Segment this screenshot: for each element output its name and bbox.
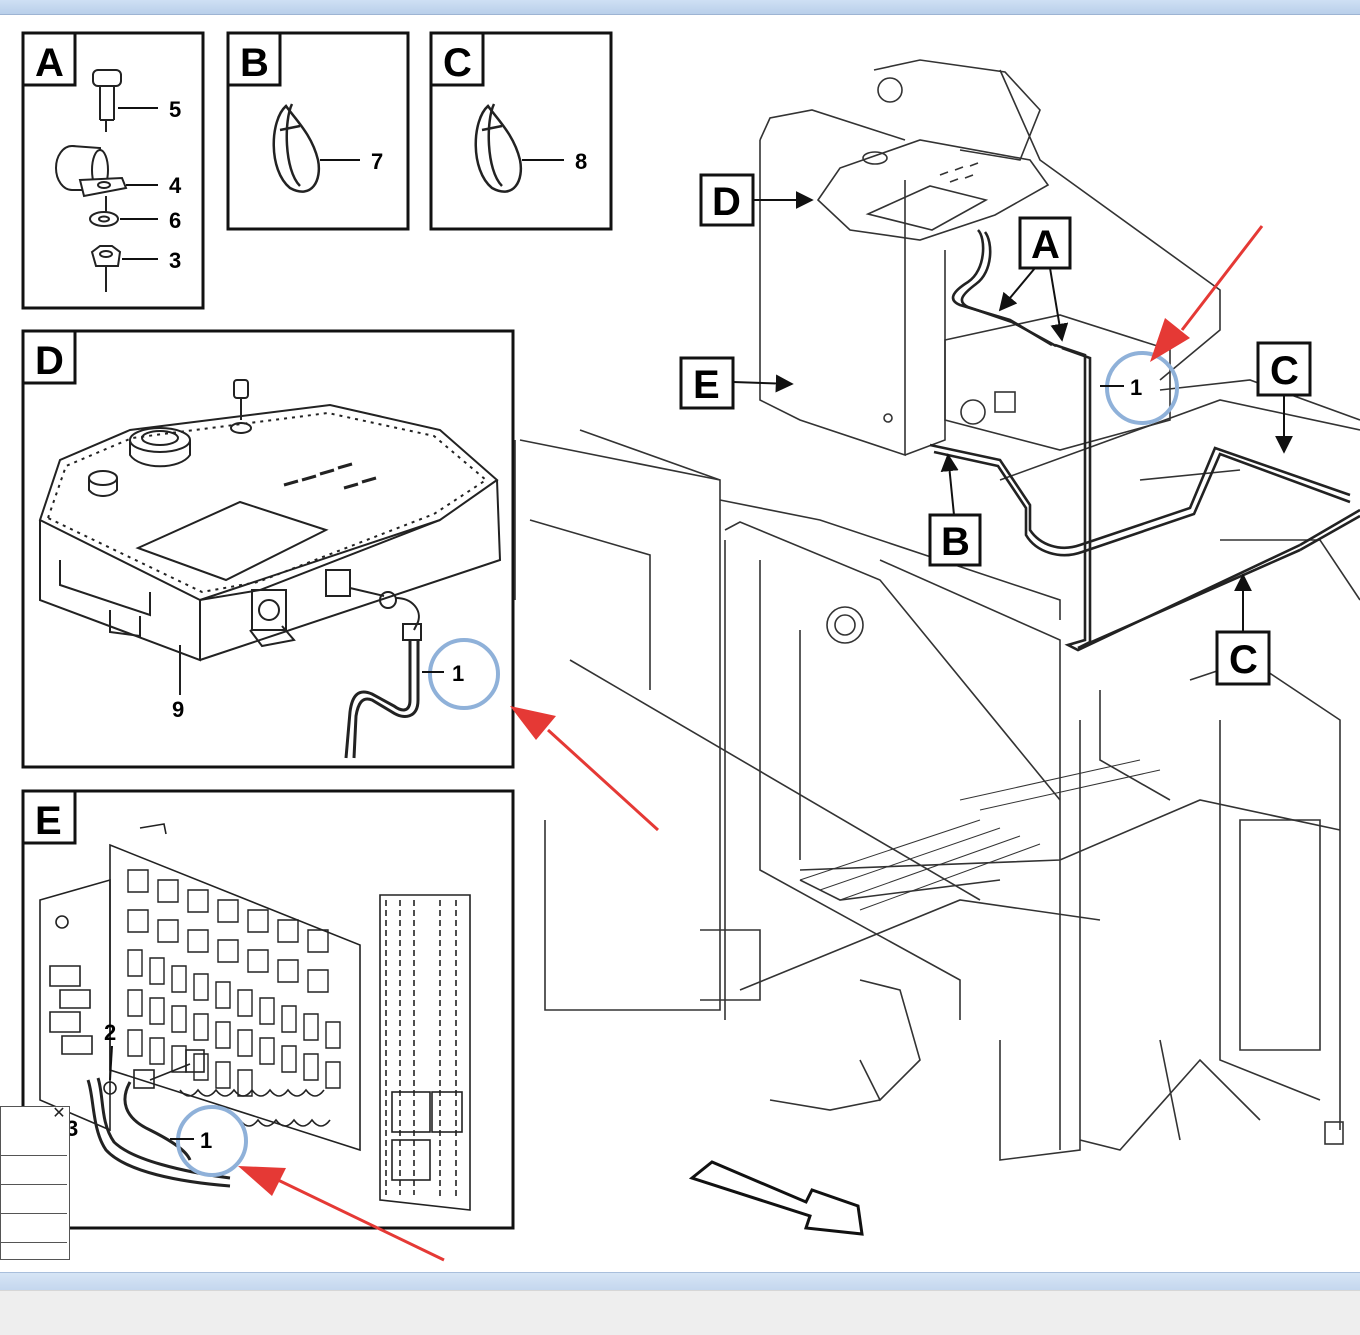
callout-d: D <box>699 173 814 227</box>
callout-e: E <box>679 356 794 410</box>
callout-a-label: A <box>1031 223 1060 267</box>
table-row[interactable] <box>1 1156 67 1185</box>
close-icon[interactable]: ✕ <box>52 1103 66 1122</box>
cable-tie-icon <box>272 103 321 193</box>
cable-tie-icon <box>474 103 523 193</box>
panel-b: B 7 <box>226 31 410 231</box>
part-number-4: 4 <box>169 173 182 198</box>
machine-frame-drawing <box>514 59 1360 1161</box>
panel-d-label: D <box>35 339 64 383</box>
panel-d: D <box>21 329 515 769</box>
washer-part-icon <box>89 211 119 227</box>
part-number-1: 1 <box>200 1128 212 1153</box>
fuse-board-drawing <box>39 823 471 1211</box>
callout-b: B <box>928 453 982 567</box>
part-number-9: 9 <box>172 697 184 722</box>
red-arrow-icon <box>1150 225 1264 362</box>
red-arrow-icon <box>238 1166 445 1262</box>
mini-table <box>1 1127 67 1243</box>
callout-e-label: E <box>693 363 720 407</box>
red-arrow-icon <box>510 706 660 832</box>
part-number-5: 5 <box>169 97 181 122</box>
table-row[interactable] <box>1 1127 67 1156</box>
part-number-2: 2 <box>104 1020 116 1045</box>
callout-b-label: B <box>941 520 970 564</box>
table-row[interactable] <box>1 1185 67 1214</box>
parts-diagram: A 5 4 6 3 <box>21 31 1360 1262</box>
part-number-6: 6 <box>169 208 181 233</box>
panel-a-label: A <box>35 41 64 85</box>
clip-part-icon <box>55 145 128 198</box>
panel-e: E <box>21 789 515 1230</box>
bolt-part-icon <box>92 69 122 121</box>
panel-b-label: B <box>240 41 269 85</box>
highlight-ring <box>428 638 500 710</box>
part-number-8: 8 <box>575 149 587 174</box>
mini-table-panel: ✕ <box>0 1103 70 1260</box>
part-number-1: 1 <box>1130 375 1142 400</box>
horizontal-scrollbar[interactable] <box>0 1272 1360 1291</box>
callout-c-bottom-label: C <box>1229 638 1258 682</box>
panel-a: A 5 4 6 3 <box>21 31 205 310</box>
nut-part-icon <box>90 245 122 267</box>
annotation-arrows <box>238 225 1264 1262</box>
panel-e-label: E <box>35 799 62 843</box>
part-number-7: 7 <box>371 149 383 174</box>
table-row[interactable] <box>1 1214 67 1243</box>
status-bar <box>0 1290 1360 1335</box>
direction-arrow-icon <box>688 1160 864 1236</box>
wiring-harness <box>929 229 1360 652</box>
panel-c: C 8 <box>429 31 613 231</box>
panel-c-label: C <box>443 41 472 85</box>
tank-detail-drawing <box>38 379 502 759</box>
highlight-ring <box>1105 351 1179 425</box>
highlight-ring <box>176 1105 248 1177</box>
part-number-1: 1 <box>452 661 464 686</box>
callout-a: A <box>998 216 1072 342</box>
part-number-3: 3 <box>169 248 181 273</box>
callout-d-label: D <box>712 180 741 224</box>
window-top-bar <box>0 0 1360 15</box>
callout-c-top-label: C <box>1270 349 1299 393</box>
callout-c-top: C <box>1256 341 1312 454</box>
callout-c-bottom: C <box>1215 573 1271 686</box>
